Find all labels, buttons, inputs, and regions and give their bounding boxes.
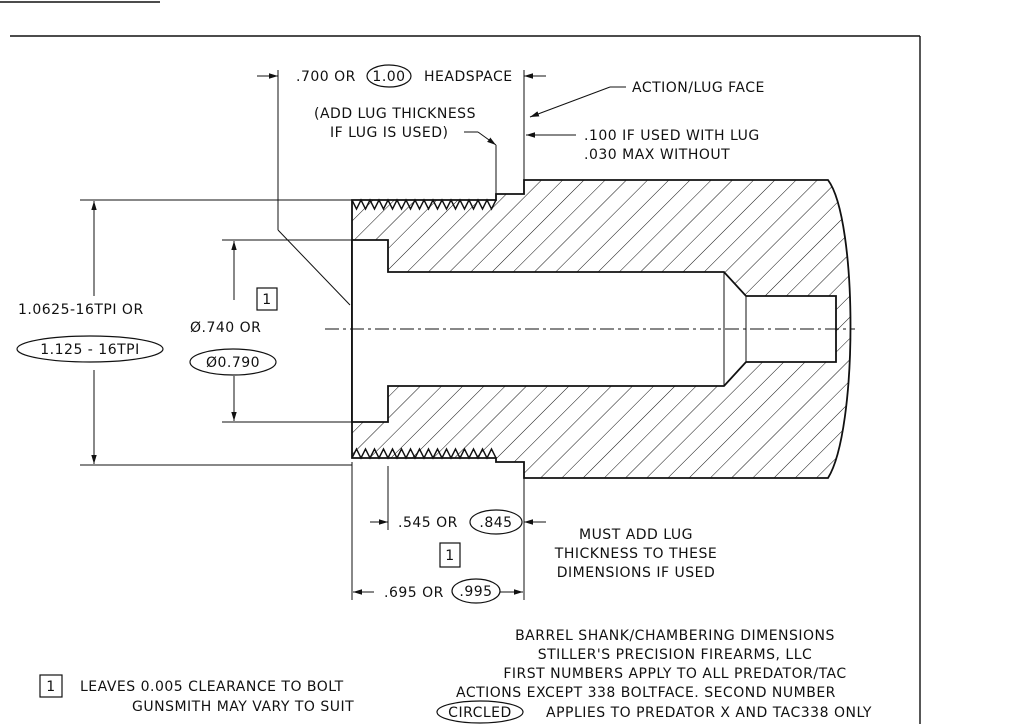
footnote: 1 LEAVES 0.005 CLEARANCE TO BOLT GUNSMIT… — [39, 674, 354, 715]
thread-teeth-top — [351, 198, 497, 211]
title-circled-circle — [436, 700, 524, 724]
counterbore-flag-box — [256, 287, 278, 311]
length-b-second: .995 — [459, 584, 492, 600]
headspace-second-circle — [366, 64, 412, 88]
title-block: BARREL SHANK/CHAMBERING DIMENSIONS STILL… — [436, 628, 872, 724]
length-a-second: .845 — [479, 515, 512, 531]
lug-gap-note-line1: .100 IF USED WITH LUG — [584, 128, 760, 144]
length-flag-box — [439, 542, 461, 568]
counterbore-second-circle — [189, 348, 277, 376]
title-line2: STILLER'S PRECISION FIREARMS, LLC — [538, 647, 813, 663]
counterbore-flag: 1 — [262, 292, 271, 308]
footnote-line1: LEAVES 0.005 CLEARANCE TO BOLT — [80, 679, 344, 695]
thread-first: 1.0625-16TPI OR — [18, 302, 144, 318]
counterbore-diameter-dimension: 1 Ø.740 OR Ø0.790 — [189, 239, 352, 423]
footnote-flag: 1 — [46, 679, 55, 695]
title-line5: APPLIES TO PREDATOR X AND TAC338 ONLY — [546, 705, 872, 721]
title-line4: ACTIONS EXCEPT 338 BOLTFACE. SECOND NUMB… — [456, 685, 836, 701]
length-dimensions: .545 OR .845 1 .695 OR .995 MUST ADD LUG… — [351, 462, 717, 604]
headspace-dimension: .700 OR 1.00 HEADSPACE — [257, 64, 546, 306]
thread-second: 1.125 - 16TPI — [40, 342, 139, 358]
action-face-callout: ACTION/LUG FACE .100 IF USED WITH LUG .0… — [526, 80, 765, 163]
lug-add-note-line3: DIMENSIONS IF USED — [557, 565, 716, 581]
counterbore-first: Ø.740 OR — [190, 320, 261, 336]
title-circled: CIRCLED — [448, 705, 512, 721]
lug-note: (ADD LUG THICKNESS IF LUG IS USED) — [314, 106, 497, 194]
lug-note-line1: (ADD LUG THICKNESS — [314, 106, 476, 122]
lug-gap-note-line2: .030 MAX WITHOUT — [584, 147, 730, 163]
headspace-label: HEADSPACE — [424, 69, 513, 85]
chamber-bore — [351, 239, 837, 423]
length-a-second-circle — [469, 509, 523, 535]
lug-note-line2: IF LUG IS USED) — [330, 125, 448, 141]
length-b-second-circle — [451, 578, 501, 604]
headspace-second: 1.00 — [372, 69, 405, 85]
length-flag: 1 — [445, 548, 454, 564]
thread-teeth-bottom — [351, 447, 497, 460]
headspace-first: .700 OR — [296, 69, 356, 85]
thread-second-circle — [16, 335, 164, 363]
title-line3: FIRST NUMBERS APPLY TO ALL PREDATOR/TAC — [503, 666, 846, 682]
counterbore-second: Ø0.790 — [206, 355, 260, 371]
lug-add-note-line2: THICKNESS TO THESE — [554, 546, 717, 562]
thread-diameter-dimension: 1.0625-16TPI OR 1.125 - 16TPI — [16, 199, 352, 466]
length-a-first: .545 OR — [398, 515, 458, 531]
footnote-flag-box — [39, 674, 63, 698]
barrel-section — [325, 179, 855, 479]
footnote-line2: GUNSMITH MAY VARY TO SUIT — [132, 699, 354, 715]
action-face-label: ACTION/LUG FACE — [632, 80, 765, 96]
length-b-first: .695 OR — [384, 585, 444, 601]
title-line1: BARREL SHANK/CHAMBERING DIMENSIONS — [515, 628, 835, 644]
drawing-border — [0, 1, 921, 724]
lug-add-note-line1: MUST ADD LUG — [579, 527, 693, 543]
